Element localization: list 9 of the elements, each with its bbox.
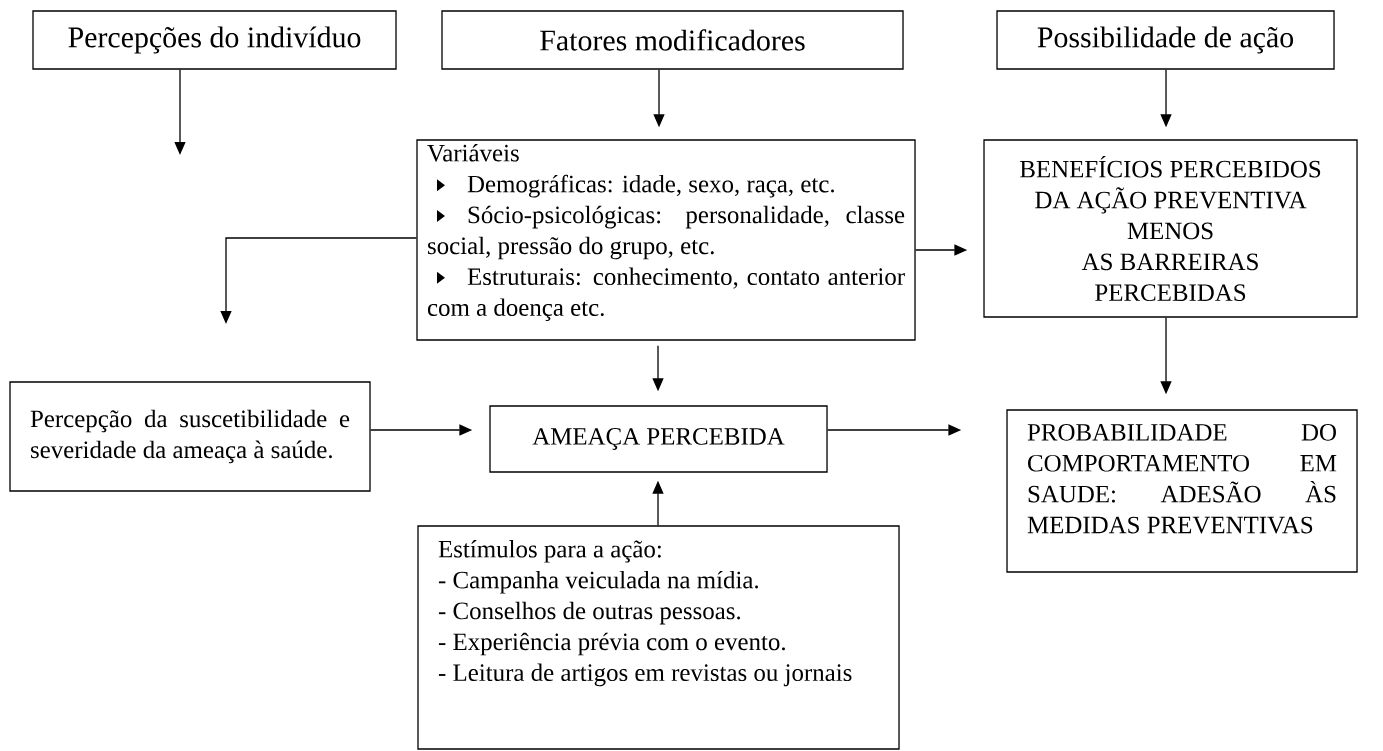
text-box: Percepção da suscetibilidade e severidade da ameaça à saúde.: [9, 381, 371, 492]
text-box: BENEFÍCIOS PERCEBIDOS DA AÇÃO PREVENTIVA MENOS AS BARREIRAS PERCEBIDAS: [983, 139, 1358, 318]
text-box: Estímulos para a ação: - Campanha veiculada na mídia. - Conselhos de outras pessoas. - Experiência prévia com o evento. - Leitura de artigos em revistas ou jornais: [417, 525, 900, 750]
text-box: Fatores modificadores: [441, 10, 904, 70]
text-box: PROBABILIDADE DO COMPORTAMENTO EM SAUDE: ADESÃO ÀS MEDIDAS PREVENTIVAS: [1006, 409, 1358, 573]
text-box: Percepções do indivíduo: [32, 10, 397, 70]
text-box: Possibilidade de ação: [996, 10, 1335, 70]
text-box: AMEAÇA PERCEBIDA: [489, 405, 828, 473]
text-box: Variáveis Demográficas: idade, sexo, raça, etc. Sócio-psicológicas: personalidade, classe social, pressão do grupo, etc. Estruturais: conhecimento, contato anterior com a doença etc.: [416, 139, 916, 341]
